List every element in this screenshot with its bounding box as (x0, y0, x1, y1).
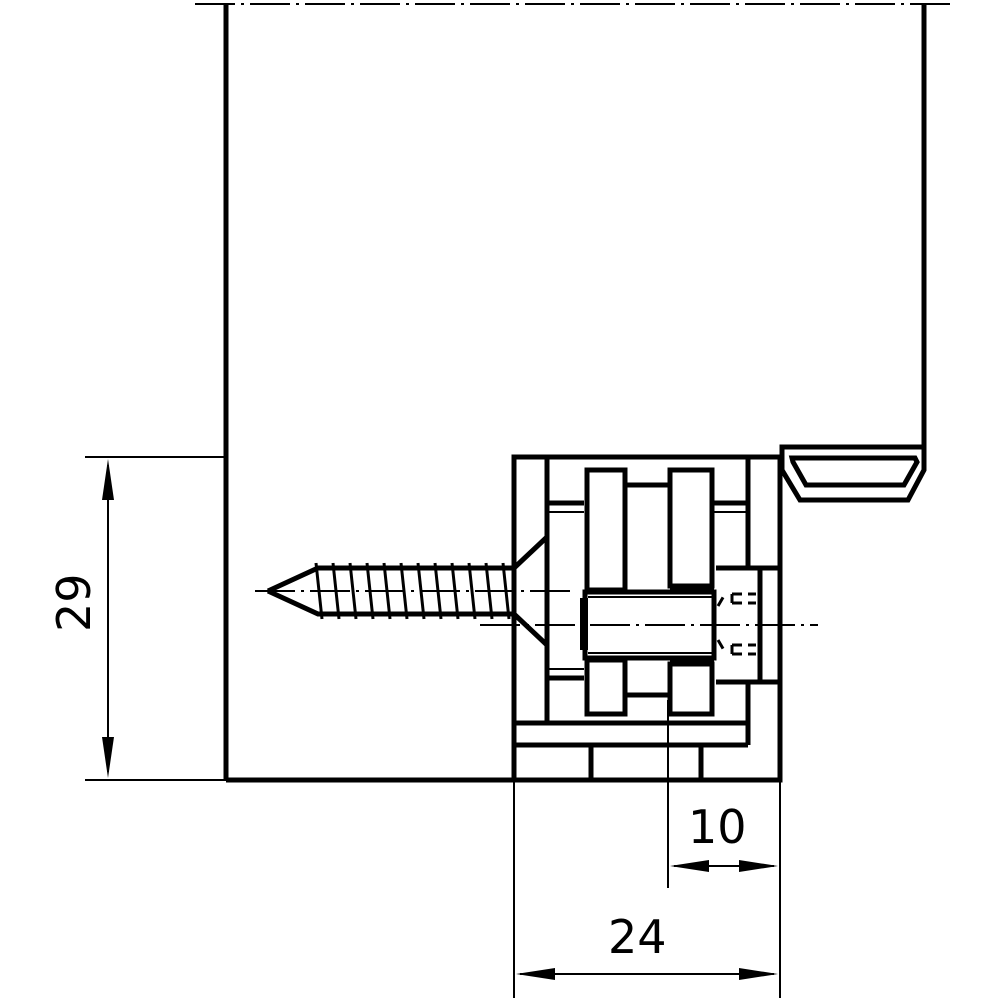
panel-body (223, 4, 927, 783)
hex-socket-hidden (716, 592, 756, 656)
housing-block (511, 454, 783, 783)
dimension-10: 10 (667, 700, 778, 888)
edge-profile (760, 444, 927, 503)
dimension-29: 29 (47, 456, 226, 781)
wood-screw (255, 535, 575, 647)
dimension-24-label: 24 (608, 910, 667, 964)
dimension-24: 24 (513, 780, 781, 998)
dimension-10-label: 10 (688, 800, 747, 854)
dimension-29-label: 29 (47, 573, 101, 632)
